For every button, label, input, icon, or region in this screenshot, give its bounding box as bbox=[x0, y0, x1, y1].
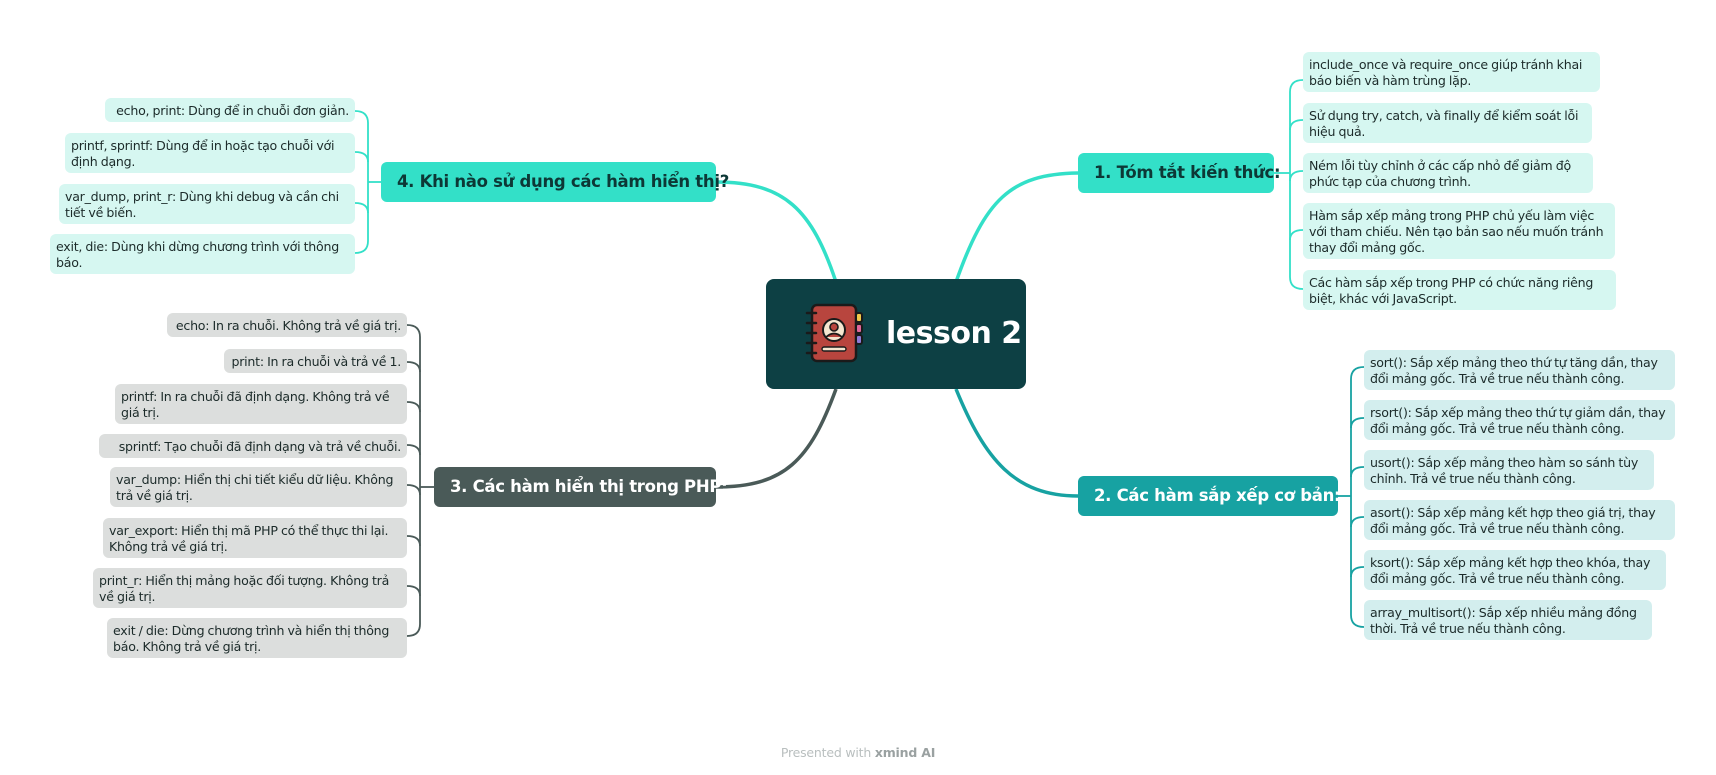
branch-3-item[interactable]: echo: In ra chuỗi. Không trả về giá trị. bbox=[167, 313, 407, 337]
branch-3-item[interactable]: print: In ra chuỗi và trả về 1. bbox=[224, 349, 407, 373]
branch-2-topic[interactable]: 2. Các hàm sắp xếp cơ bản: bbox=[1078, 476, 1341, 516]
connector-branch-4 bbox=[715, 180, 838, 283]
branch-4-item[interactable]: echo, print: Dùng để in chuỗi đơn giản. bbox=[105, 98, 355, 122]
address-book-icon bbox=[805, 303, 863, 363]
branch-2-item[interactable]: rsort(): Sắp xếp mảng theo thứ tự giảm d… bbox=[1364, 400, 1675, 440]
branch-1-item[interactable]: Các hàm sắp xếp trong PHP có chức năng r… bbox=[1303, 270, 1616, 310]
branch-3-item[interactable]: printf: In ra chuỗi đã định dạng. Không … bbox=[115, 384, 407, 424]
branch-1-item[interactable]: Hàm sắp xếp mảng trong PHP chủ yếu làm v… bbox=[1303, 203, 1615, 259]
footer-brand: xmind AI bbox=[874, 745, 936, 760]
connectors-branch-2 bbox=[1338, 366, 1365, 628]
connector-branch-3 bbox=[715, 388, 838, 489]
branch-2-item[interactable]: sort(): Sắp xếp mảng theo thứ tự tăng dầ… bbox=[1364, 350, 1675, 390]
branch-1-item[interactable]: include_once và require_once giúp tránh … bbox=[1303, 52, 1600, 92]
connectors-branch-3 bbox=[406, 324, 434, 637]
branch-3-item[interactable]: sprintf: Tạo chuỗi đã định dạng và trả v… bbox=[99, 434, 407, 458]
footer-attribution[interactable]: Presented with xmind AI bbox=[0, 745, 1716, 760]
footer-prefix: Presented with bbox=[780, 745, 872, 760]
branch-2-item[interactable]: usort(): Sắp xếp mảng theo hàm so sánh t… bbox=[1364, 450, 1654, 490]
connectors-branch-1 bbox=[1274, 79, 1304, 290]
branch-1-topic[interactable]: 1. Tóm tắt kiến thức: bbox=[1078, 153, 1281, 193]
central-topic[interactable]: lesson 2 bbox=[766, 279, 1026, 389]
branch-4-item[interactable]: exit, die: Dùng khi dừng chương trình vớ… bbox=[50, 234, 355, 274]
branch-3-item[interactable]: exit / die: Dừng chương trình và hiển th… bbox=[107, 618, 407, 658]
branch-3-item[interactable]: print_r: Hiển thị mảng hoặc đối tượng. K… bbox=[93, 568, 407, 608]
connector-branch-1 bbox=[954, 171, 1079, 283]
connectors-branch-4 bbox=[354, 110, 381, 254]
branch-4-item[interactable]: var_dump, print_r: Dùng khi debug và cần… bbox=[59, 184, 355, 224]
branch-1-item[interactable]: Sử dụng try, catch, và finally để kiểm s… bbox=[1303, 103, 1592, 143]
branch-3-item[interactable]: var_dump: Hiển thị chi tiết kiểu dữ liệu… bbox=[110, 467, 407, 507]
central-title: lesson 2 bbox=[886, 316, 1022, 351]
branch-2-item[interactable]: array_multisort(): Sắp xếp nhiều mảng đồ… bbox=[1364, 600, 1652, 640]
connector-branch-2 bbox=[954, 388, 1079, 498]
branch-3-topic[interactable]: 3. Các hàm hiển thị trong PHP: bbox=[434, 467, 728, 507]
branch-4-topic[interactable]: 4. Khi nào sử dụng các hàm hiển thị? bbox=[381, 162, 729, 202]
branch-3-item[interactable]: var_export: Hiển thị mã PHP có thể thực … bbox=[103, 518, 407, 558]
branch-1-item[interactable]: Ném lỗi tùy chỉnh ở các cấp nhỏ để giảm … bbox=[1303, 153, 1593, 193]
branch-2-item[interactable]: asort(): Sắp xếp mảng kết hợp theo giá t… bbox=[1364, 500, 1675, 540]
branch-2-item[interactable]: ksort(): Sắp xếp mảng kết hợp theo khóa,… bbox=[1364, 550, 1666, 590]
branch-4-item[interactable]: printf, sprintf: Dùng để in hoặc tạo chu… bbox=[65, 133, 355, 173]
